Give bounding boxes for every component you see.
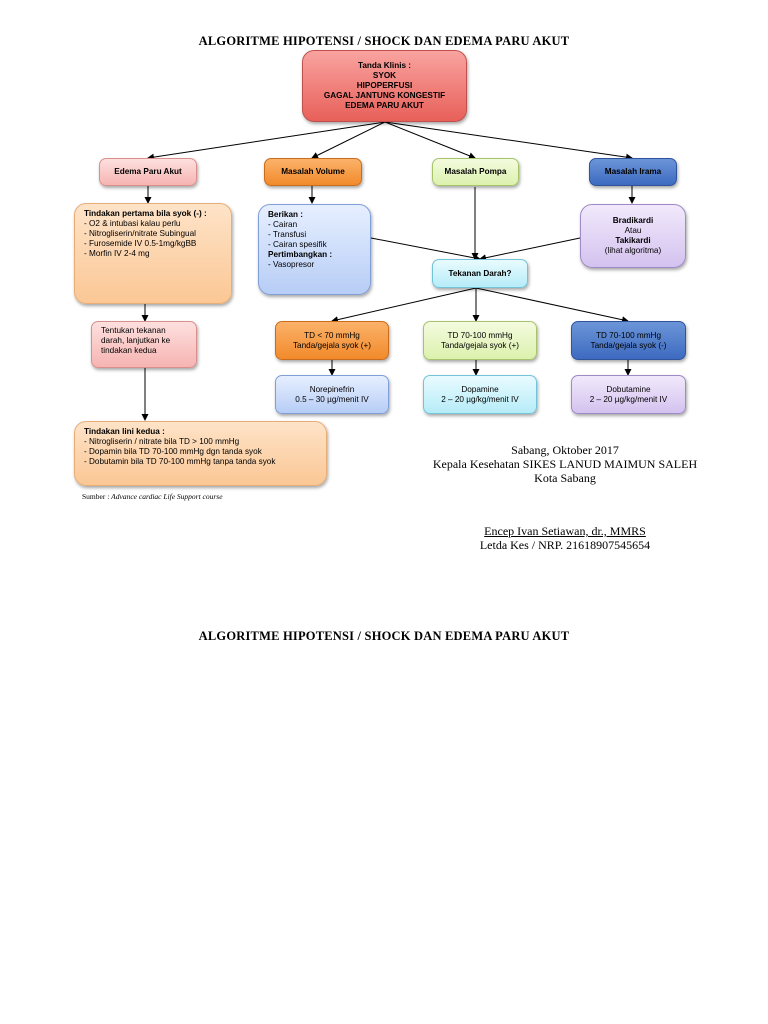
berikan-item: - Transfusi [268,230,307,239]
edema-paru-label: EDEMA PARU AKUT [345,101,424,110]
takikardi-label: Takikardi [615,236,651,245]
place-date: Sabang, Oktober 2017 [511,443,619,457]
page-title-repeat: ALGORITME HIPOTENSI / SHOCK DAN EDEMA PA… [198,629,570,643]
drug-dose-label: 2 – 20 µg/kg/menit IV [589,394,668,404]
branch-masalah-pompa: Masalah Pompa [432,158,519,186]
signer-position: Kepala Kesehatan SIKES LANUD MAIMUN SALE… [432,457,698,471]
tindakan-kedua-item: - Nitrogliserin / nitrate bila TD > 100 … [84,437,240,446]
branch-pompa-label: Masalah Pompa [444,167,507,176]
branch-edema-paru: Edema Paru Akut [99,158,197,186]
tindakan-kedua-item: - Dobutamin bila TD 70-100 mmHg tanpa ta… [84,457,276,466]
tindakan-kedua-item: - Dopamin bila TD 70-100 mmHg dgn tanda … [84,447,262,456]
source-text: Advance cardiac Life Support course [111,492,223,501]
drug-name-label: Dobutamine [606,384,651,394]
td-range-label: TD < 70 mmHg [304,330,360,340]
lihat-algoritma-label: (lihat algoritma) [604,246,662,255]
tindakan-pertama-item: - Furosemide IV 0.5-1mg/kgBB [84,239,197,248]
tentukan-label: Tentukan tekanan darah, lanjutkan ke tin… [101,326,171,355]
drug-name-label: Dopamine [461,384,499,394]
source-note: Sumber : Advance cardiac Life Support co… [82,492,223,501]
signer-name: Encep Ivan Setiawan, dr., MMRS [484,524,646,538]
td-symptom-label: Tanda/gejala syok (+) [440,340,520,350]
tindakan-kedua-heading: Tindakan lini kedua : [84,427,165,436]
signer-city: Kota Sabang [534,471,596,485]
drug-dose-label: 2 – 20 µg/kg/menit IV [441,394,519,404]
td-symptom-label: Tanda/gejala syok (+) [292,340,372,350]
signer-rank: Letda Kes / NRP. 21618907545654 [479,538,651,552]
syok-label: SYOK [372,71,397,80]
berikan-item: - Cairan spesifik [268,240,327,249]
signature-block: Sabang, Oktober 2017 Kepala Kesehatan SI… [420,443,710,485]
drug-box-dobutamine: Dobutamine 2 – 20 µg/kg/menit IV [571,375,686,414]
tindakan-pertama-item: - Nitrogliserin/nitrate Subingual [84,229,196,238]
tindakan-pertama-item: - Morfin IV 2-4 mg [84,249,150,258]
drug-dose-label: 0.5 – 30 µg/menit IV [295,394,369,404]
branch-volume-label: Masalah Volume [281,167,345,176]
tekanan-darah-label: Tekanan Darah? [448,268,512,278]
td-symptom-label: Tanda/gejala syok (-) [590,340,667,350]
drug-box-dopamine: Dopamine 2 – 20 µg/kg/menit IV [423,375,537,414]
signer-block: Encep Ivan Setiawan, dr., MMRS Letda Kes… [420,524,710,552]
td-box-mid-shock: TD 70-100 mmHg Tanda/gejala syok (+) [423,321,537,360]
tanda-klinis-box: Tanda Klinis : SYOK HIPOPERFUSI GAGAL JA… [302,50,467,122]
branch-irama-label: Masalah Irama [604,167,662,176]
berikan-heading: Berikan : [268,210,304,219]
bradikardi-label: Bradikardi [612,216,654,225]
td-box-mid-no-shock: TD 70-100 mmHg Tanda/gejala syok (-) [571,321,686,360]
drug-box-norepinefrin: Norepinefrin 0.5 – 30 µg/menit IV [275,375,389,414]
branch-edema-label: Edema Paru Akut [114,167,182,176]
hipoperfusi-label: HIPOPERFUSI [356,81,413,90]
pertimbangkan-heading: Pertimbangkan : [268,250,333,259]
source-prefix: Sumber : [82,492,112,501]
gagal-jantung-label: GAGAL JANTUNG KONGESTIF [323,91,446,100]
atau-label: Atau [624,226,642,235]
tekanan-darah-box: Tekanan Darah? [432,259,528,288]
tanda-klinis-label: Tanda Klinis : [357,61,412,70]
td-box-low: TD < 70 mmHg Tanda/gejala syok (+) [275,321,389,360]
td-range-label: TD 70-100 mmHg [595,330,662,340]
branch-masalah-irama: Masalah Irama [589,158,677,186]
tindakan-kedua-box: Tindakan lini kedua : - Nitrogliserin / … [74,421,327,486]
berikan-box: Berikan : - Cairan - Transfusi - Cairan … [258,204,371,295]
tentukan-box: Tentukan tekanan darah, lanjutkan ke tin… [91,321,197,368]
irama-detail-box: Bradikardi Atau Takikardi (lihat algorit… [580,204,686,268]
tindakan-pertama-box: Tindakan pertama bila syok (-) : - O2 & … [74,203,232,304]
tindakan-pertama-heading: Tindakan pertama bila syok (-) : [84,209,207,218]
drug-name-label: Norepinefrin [309,384,355,394]
page-title: ALGORITME HIPOTENSI / SHOCK DAN EDEMA PA… [198,34,570,48]
berikan-item: - Cairan [268,220,298,229]
branch-masalah-volume: Masalah Volume [264,158,362,186]
td-range-label: TD 70-100 mmHg [447,330,513,340]
tindakan-pertama-item: - O2 & intubasi kalau perlu [84,219,181,228]
pertimbangkan-item: - Vasopresor [268,260,315,269]
